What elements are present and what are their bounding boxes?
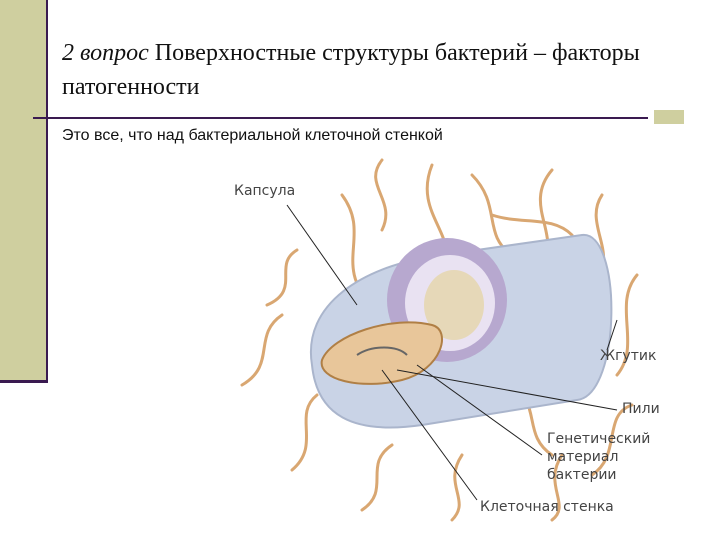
slide-title: 2 вопрос Поверхностные структуры бактери… — [62, 36, 702, 104]
slide-subtitle: Это все, что над бактериальной клеточной… — [62, 127, 443, 144]
leader-lines — [286, 204, 618, 501]
side-accent-line — [46, 0, 48, 383]
bacterium-illustration: Капсула Жгутик Пили Генетический материа… — [234, 158, 660, 522]
genetic-material-shape — [356, 346, 408, 356]
title-number: 2 вопрос — [62, 40, 149, 66]
label-genetic-line1: Генетический — [547, 431, 650, 447]
title-divider — [33, 117, 648, 119]
side-accent-bar — [0, 0, 46, 383]
label-capsule: Капсула — [234, 183, 295, 199]
label-flagellum: Жгутик — [600, 348, 656, 364]
label-genetic-line2: материал — [547, 449, 618, 465]
flagella-group — [240, 158, 639, 522]
divider-accent-square — [654, 110, 684, 124]
label-cell-wall: Клеточная стенка — [480, 499, 614, 515]
cytoplasm-shape — [320, 321, 443, 385]
label-pili: Пили — [622, 401, 660, 417]
side-accent-bottom-line — [0, 380, 48, 383]
bacterium-diagram: Капсула Жгутик Пили Генетический материа… — [222, 155, 662, 525]
label-genetic-line3: бактерии — [547, 467, 617, 483]
title-text: Поверхностные структуры бактерий – факто… — [62, 40, 640, 100]
cross-section-inner — [424, 270, 484, 340]
